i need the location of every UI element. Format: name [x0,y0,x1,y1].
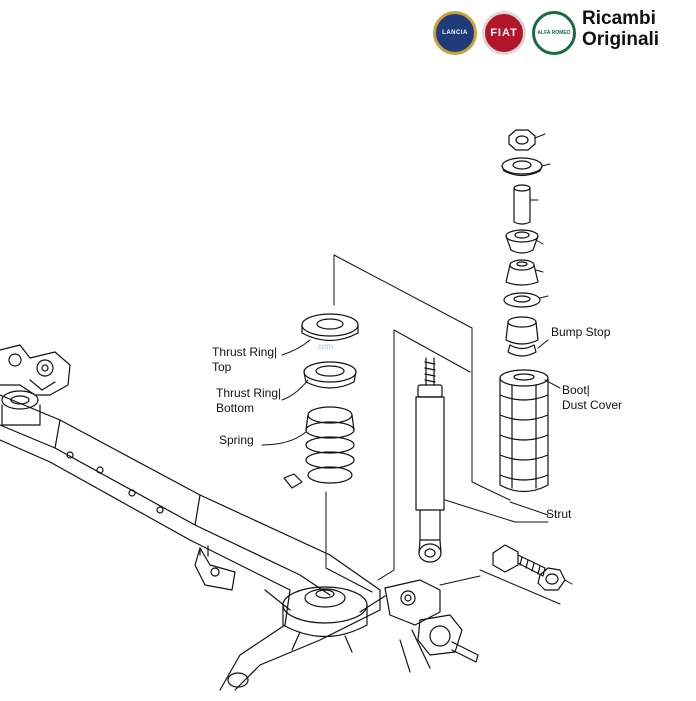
label-bump-stop: Bump Stop [551,325,611,339]
rear-axle-beam [0,394,381,691]
brand-line-1: Ricambi [582,8,656,29]
mounting-nut [537,567,566,591]
coil-spring [305,406,355,484]
strut [415,357,445,563]
label-thrust-ring-bottom-line1: Thrust Ring| [216,386,282,400]
label-boot-line2: Dust Cover [562,398,623,412]
label-boot: Boot| Dust Cover [562,383,622,413]
label-strut: Strut [546,507,572,521]
boot-dust-cover [499,369,549,493]
watermark: com [318,342,334,351]
right-spring-seat [264,586,386,653]
alfa-romeo-logo-text: ALFA ROMEO [537,30,571,36]
thrust-ring-bottom [303,361,357,389]
bump-stop [505,316,539,357]
upper-bushing [505,229,539,254]
top-nut [508,129,536,151]
left-bracket [0,344,71,426]
alfa-romeo-logo: ALFA ROMEO [532,11,576,55]
leader-lines [261,133,573,605]
label-thrust-ring-top-line1: Thrust Ring| [212,345,278,359]
lower-bushing [505,259,539,286]
fiat-logo: FIAT [482,11,526,55]
label-thrust-ring-bottom-line2: Bottom [216,401,255,415]
label-boot-line1: Boot| [562,383,590,397]
brand-line-2: Originali [582,29,660,50]
fiat-logo-text: FIAT [490,27,518,39]
lancia-logo: LANCIA [433,11,477,55]
label-thrust-ring-bottom: Thrust Ring| Bottom [216,386,281,416]
lancia-logo-text: LANCIA [442,30,468,36]
spacer-tube [513,184,531,225]
label-thrust-ring-top: Thrust Ring| Top [212,345,277,375]
brand-wordmark: Ricambi Originali [582,8,659,50]
label-thrust-ring-top-line2: Top [212,360,232,374]
spring-end-cap [283,473,303,489]
right-stub-axle [384,579,479,673]
beam-mount-bracket [194,545,249,688]
label-spring: Spring [219,433,254,447]
thrust-ring-top [301,313,359,342]
mounting-bolt [492,544,546,577]
lower-washer [503,292,541,308]
top-washer [501,157,543,177]
